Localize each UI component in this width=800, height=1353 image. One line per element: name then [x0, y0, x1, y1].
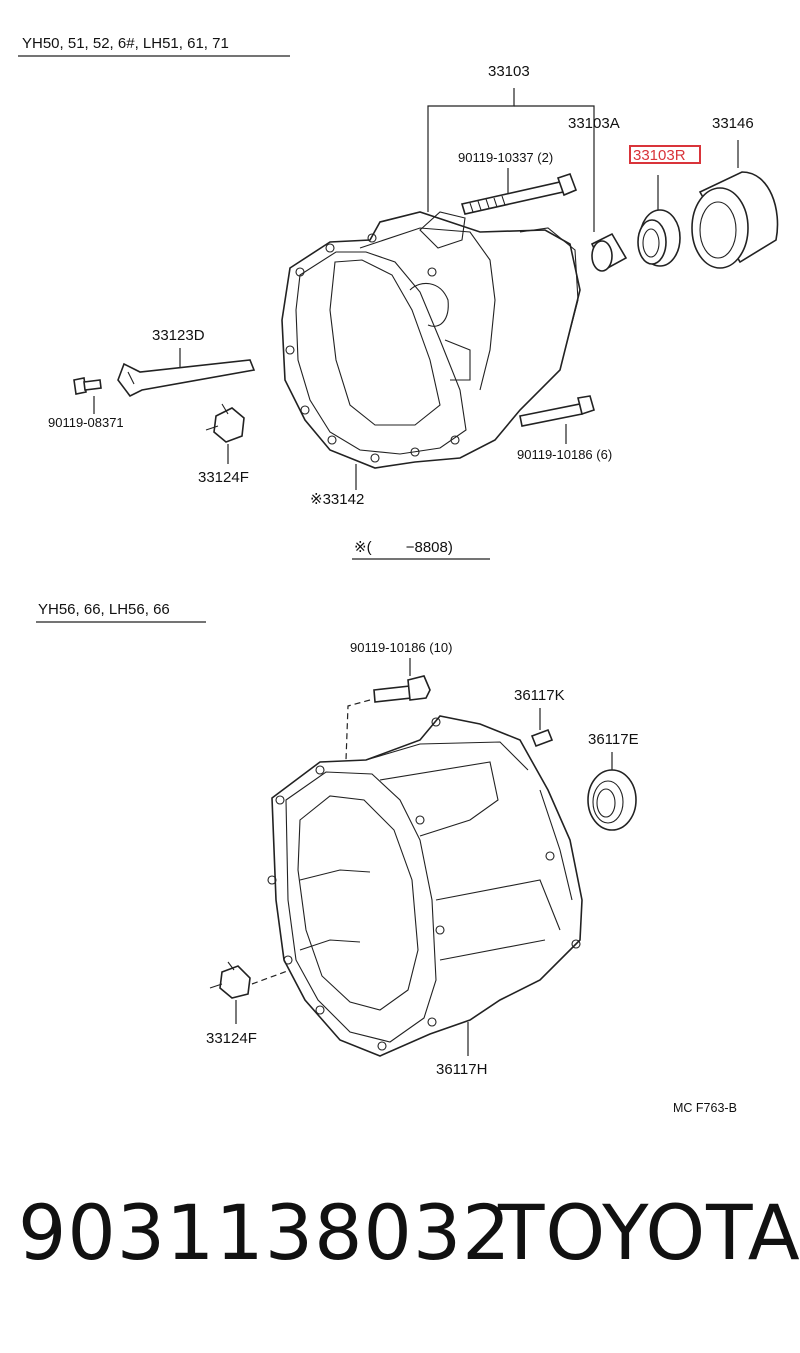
clip-33124f-top: [205, 403, 245, 443]
clip-33124f-bottom: [209, 961, 251, 999]
label-33146: 33146: [712, 115, 754, 132]
sleeve-33103a: [590, 232, 628, 272]
bolt-path-dashed: [345, 699, 371, 761]
label-33103r: 33103R: [633, 147, 686, 164]
label-33103a: 33103A: [568, 115, 620, 132]
bolt-right: [519, 395, 595, 427]
label-gasket: ※33142: [310, 491, 364, 508]
section-1: YH50, 51, 52, 6#, LH51, 61, 71 33103 331…: [18, 35, 779, 560]
housing-36117h: [267, 715, 583, 1057]
section2-header: YH56, 66, LH56, 66: [38, 601, 170, 618]
label-bolt-top-2: 90119-10186 (10): [350, 640, 452, 655]
bolt-top: [460, 172, 578, 215]
leader-33103-right: [514, 105, 595, 232]
label-bolt-right: 90119-10186 (6): [517, 447, 612, 462]
label-33103: 33103: [488, 63, 530, 80]
label-bolt-small: 90119-08371: [48, 415, 124, 430]
highlight-box: [629, 145, 701, 164]
part-number: 9031138032: [18, 1188, 512, 1277]
boot-33146: [691, 171, 779, 269]
label-note: ※( −8808): [354, 539, 453, 556]
seal-36117e: [587, 769, 637, 831]
label-33123d: 33123D: [152, 327, 205, 344]
bolt-small: [73, 377, 102, 395]
drawing-code: MC F763-B: [673, 1101, 737, 1115]
housing2-bolt-holes: [267, 717, 581, 1051]
label-bolt-top: 90119-10337 (2): [458, 150, 553, 165]
lever-33123d: [117, 359, 256, 398]
section-2: YH56, 66, LH56, 66 90119-10186 (10) 3611…: [36, 601, 737, 1115]
seal-33103r: [637, 209, 681, 267]
pin-36117k: [530, 728, 554, 748]
label-clip-bottom: 33124F: [206, 1030, 257, 1047]
housing-bolt-holes: [285, 233, 460, 463]
section1-header: YH50, 51, 52, 6#, LH51, 61, 71: [22, 35, 229, 52]
label-clip-top: 33124F: [198, 469, 249, 486]
label-seal: 36117E: [588, 731, 639, 748]
bolt-top-2: [373, 675, 431, 703]
brand-name: TOYOTA: [498, 1188, 800, 1277]
clip-path-dashed: [251, 969, 291, 985]
extension-housing: [281, 211, 581, 469]
leader-33103-left: [427, 88, 515, 212]
label-pin: 36117K: [514, 687, 565, 704]
label-housing: 36117H: [436, 1061, 487, 1078]
